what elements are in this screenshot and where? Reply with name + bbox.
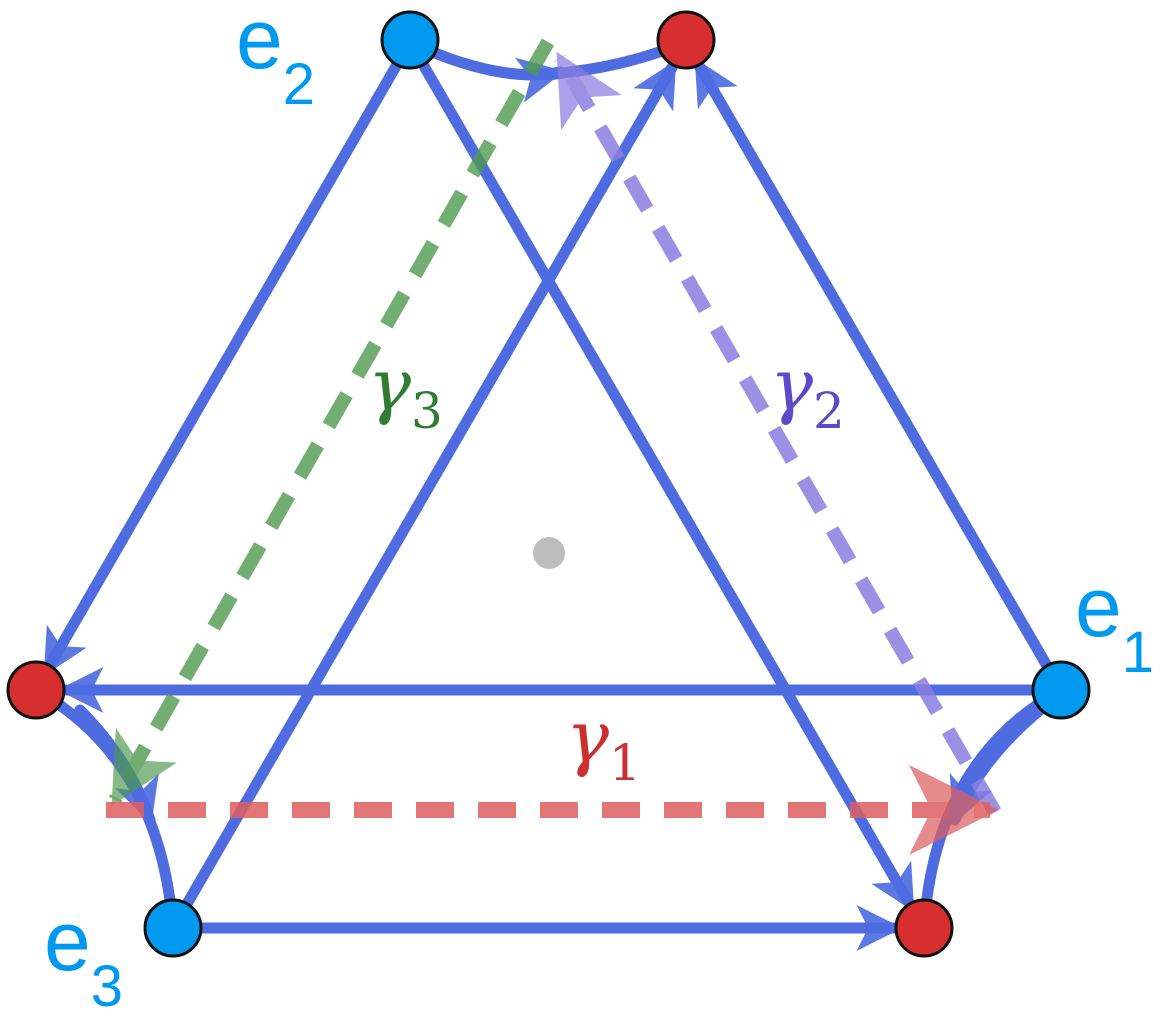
edge-e2-curve-arrow	[464, 57, 566, 103]
node-red-left	[6, 660, 66, 720]
label-e1-sub: 1	[1122, 620, 1154, 685]
label-gamma3-main: γ	[368, 343, 412, 427]
center-dot	[533, 537, 565, 569]
edge-e2-to-bottom	[404, 36, 918, 914]
node-blue-bottom	[143, 898, 203, 958]
label-gamma2-sub: 2	[813, 382, 845, 440]
node-red-top	[656, 10, 716, 70]
label-e2-main: e	[236, 0, 283, 86]
label-gamma1: γ1	[566, 695, 641, 792]
label-e2-sub: 2	[283, 52, 315, 117]
label-e1: e1	[1075, 560, 1154, 685]
label-gamma2-main: γ	[770, 343, 814, 427]
node-red-bottom	[894, 898, 954, 958]
edge-e1-to-top	[691, 56, 1067, 696]
edges	[30, 36, 1067, 951]
label-gamma2: γ2	[770, 343, 845, 440]
node-blue-right	[1031, 660, 1091, 720]
edge-e3-to-top	[167, 58, 680, 934]
label-e3-sub: 3	[91, 954, 123, 1017]
label-e1-main: e	[1075, 560, 1122, 654]
label-gamma1-sub: 1	[609, 734, 641, 792]
label-gamma1-main: γ	[566, 695, 610, 779]
label-gamma3: γ3	[368, 343, 443, 440]
gamma3-arrow	[108, 38, 555, 807]
gamma2-arrow	[553, 51, 1002, 816]
label-gamma3-sub: 3	[411, 382, 443, 440]
edge-e2-to-left	[40, 36, 416, 678]
nodes	[6, 10, 1091, 958]
node-blue-top	[380, 10, 440, 70]
label-e3-main: e	[44, 894, 91, 988]
label-e2: e2	[236, 0, 315, 117]
label-e3: e3	[44, 894, 123, 1017]
